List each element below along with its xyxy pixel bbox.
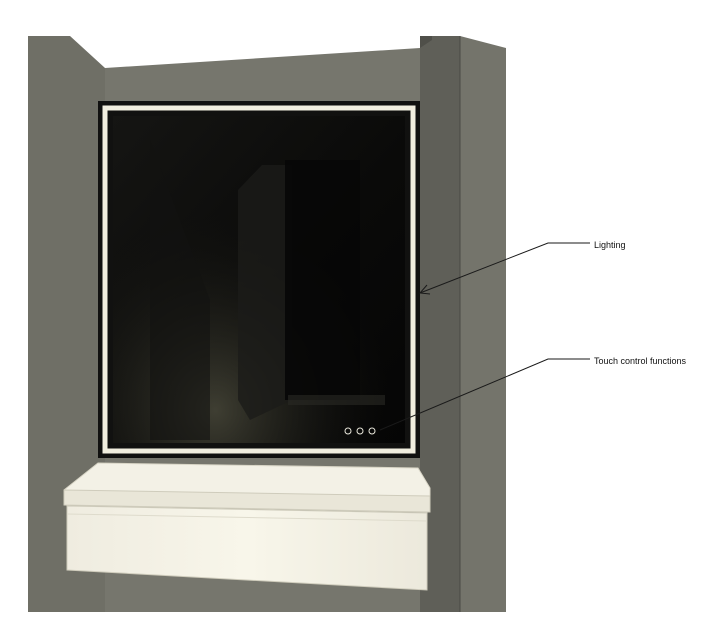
touch-button-icon	[344, 427, 352, 435]
right-pillar-side	[460, 36, 506, 612]
pillar-top	[420, 36, 432, 48]
touch-leader-line	[379, 358, 590, 431]
right-pillar	[420, 36, 460, 612]
lighting-leader-line	[419, 242, 590, 294]
touch-control-label: Touch control functions	[594, 356, 687, 366]
left-wall	[28, 36, 105, 612]
mirror-reflection	[238, 165, 292, 420]
vanity-drawer-front	[66, 505, 428, 591]
led-lighting-frame	[102, 105, 416, 454]
touch-button-icon	[368, 427, 376, 435]
lighting-label: Lighting	[594, 240, 626, 250]
touch-control-buttons	[344, 427, 376, 435]
touch-button-icon	[356, 427, 364, 435]
